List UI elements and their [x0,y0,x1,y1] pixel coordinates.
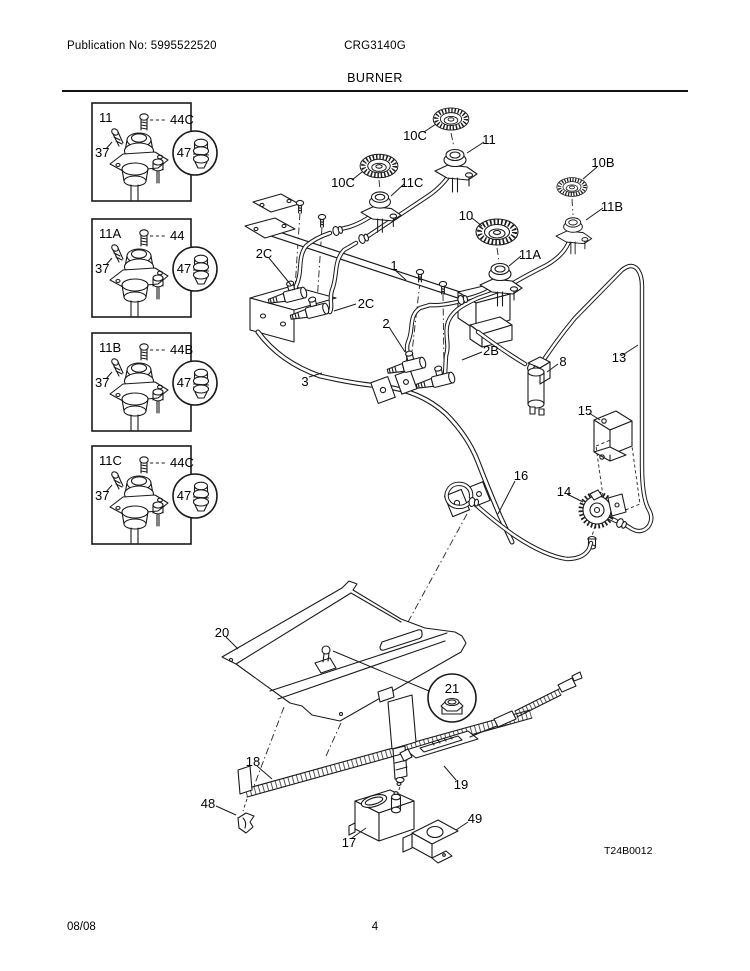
inset-box-burner-11: 11 44C 37 47 [91,102,218,202]
callout-2: 2 [382,316,389,331]
page-title: BURNER [347,71,403,85]
inset-box-burner-11B: 11B 44B 37 47 [91,332,218,432]
callout-44B: 44B [170,342,193,357]
inset-box-burner-11C: 11C 44C 37 47 [91,445,218,545]
nut-detail-circle-21 [427,673,477,723]
callout-49: 49 [468,811,482,826]
callout-1: 1 [390,258,397,273]
callout-10C: 10C [331,175,355,190]
callout-19: 19 [454,777,468,792]
callout-11C: 11C [99,453,122,468]
callout-2B: 2B [483,343,499,358]
support-bracket-3 [255,329,515,545]
callout-47: 47 [177,488,191,503]
callout-20: 20 [215,625,229,640]
inset-box-burner-11A: 11A 44 37 47 [91,218,218,318]
callout-11C: 11C [401,175,424,190]
callout-21: 21 [445,681,459,696]
callout-11A: 11A [99,226,121,241]
callout-37: 37 [95,145,109,160]
callout-11A: 11A [519,247,541,262]
module-bracket-49 [402,819,459,864]
burner-body-11B [555,217,593,255]
callout-37: 37 [95,261,109,276]
callout-labels: 10C 11 10B 10C 11C 11B 10 11A 2C 1 2C 2 … [201,128,626,850]
model-number: CRG3140G [344,40,406,52]
spark-module-17 [348,789,415,842]
callout-16: 16 [514,468,528,483]
footer-page-number: 4 [371,921,379,933]
burner-cap-10 [476,219,518,245]
header-rule [62,90,688,92]
callout-37: 37 [95,375,109,390]
callout-11: 11 [99,110,113,125]
callout-37: 37 [95,488,109,503]
callout-14: 14 [557,484,571,499]
callout-47: 47 [177,261,191,276]
callout-10C: 10C [403,128,427,143]
cutoff-valve-8 [527,356,551,416]
callout-10: 10 [459,208,473,223]
callout-11: 11 [482,132,496,147]
callout-44C: 44C [170,112,194,127]
heat-shield-20 [221,580,467,722]
callout-15: 15 [578,403,592,418]
callout-8: 8 [559,354,566,369]
callout-2C: 2C [358,296,375,311]
callout-47: 47 [177,145,191,160]
callout-47: 47 [177,375,191,390]
publication-number: Publication No: 5995522520 [67,40,217,52]
callout-11B: 11B [99,340,121,355]
callout-18: 18 [246,754,260,769]
igniter-switch-19 [399,671,583,762]
callout-11B: 11B [601,199,623,214]
callout-44: 44 [170,228,184,243]
burner-tubes [292,168,573,378]
tube-16 [444,481,594,562]
callout-44C: 44C [170,455,194,470]
callout-2C: 2C [256,246,273,261]
callout-leaders [215,123,639,839]
footer-date: 08/08 [67,921,96,933]
pressure-regulator-14 [578,489,627,550]
callout-48: 48 [201,796,215,811]
callout-13: 13 [612,350,626,365]
diagram-code: T24B0012 [604,845,653,857]
callout-17: 17 [342,835,356,850]
burner-box-rail-18 [237,686,533,834]
callout-10B: 10B [591,155,614,170]
burner-cap-10B [555,175,589,199]
mounting-bracket-15 [593,410,633,462]
burner-cap-10C [360,154,398,177]
callout-3: 3 [301,374,308,389]
burner-cap-10C [433,108,469,130]
